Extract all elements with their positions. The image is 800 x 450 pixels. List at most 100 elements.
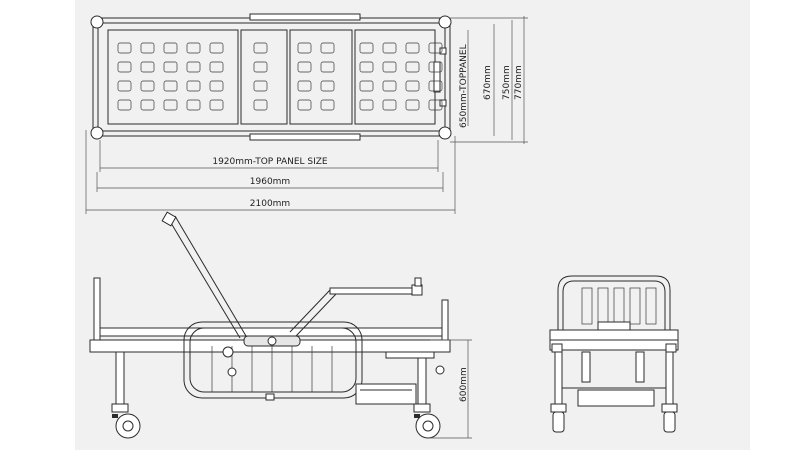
top-view-inner-frame <box>97 22 446 132</box>
hanger-left <box>581 351 591 383</box>
pivot-lower <box>227 367 237 377</box>
side-rail-loop-inner <box>189 327 357 393</box>
end-actuator <box>597 321 631 331</box>
headboard-slat <box>629 287 641 325</box>
end-leg-right <box>665 349 674 411</box>
vent-hole <box>117 99 132 111</box>
vent-hole <box>297 80 312 92</box>
vent-hole <box>209 42 224 54</box>
headboard-slat <box>645 287 657 325</box>
crank-knob <box>435 365 445 375</box>
backrest-raised-line1 <box>167 217 241 339</box>
back-panel <box>240 29 288 125</box>
side-rail-top <box>249 13 361 21</box>
foot-bracket-top <box>439 47 447 55</box>
side-view: 600mm <box>89 211 472 439</box>
drawer <box>355 383 417 405</box>
headboard-outer <box>557 275 671 330</box>
foot-crank-handle <box>433 61 441 93</box>
vent-hole <box>117 42 132 54</box>
seat-panel <box>289 29 353 125</box>
vent-hole <box>209 80 224 92</box>
actuator-knob <box>267 336 277 346</box>
vent-hole <box>253 80 268 92</box>
vent-hole <box>382 42 397 54</box>
foot-wheel-hub <box>422 420 434 432</box>
caster-bottom-left <box>90 126 104 140</box>
end-bracket-left <box>551 343 563 353</box>
headboard-inner <box>562 280 666 330</box>
vertical-dimensions: 650mm-TOPPANEL 670mm 750mm 770mm <box>450 16 528 144</box>
vent-hole <box>405 80 420 92</box>
vent-hole <box>359 61 374 73</box>
vent-hole <box>428 80 443 92</box>
vent-hole <box>297 61 312 73</box>
vent-hole <box>405 42 420 54</box>
caster-top-right <box>438 15 452 29</box>
end-frame <box>549 339 679 351</box>
end-leg-left-foot <box>550 403 567 413</box>
vent-hole <box>382 61 397 73</box>
vent-hole <box>140 80 155 92</box>
vent-hole <box>382 99 397 111</box>
foot-wheel-brake <box>414 414 420 418</box>
vent-hole <box>405 61 420 73</box>
vent-hole <box>320 99 335 111</box>
ventilation-holes <box>117 42 443 111</box>
legrest-extension <box>329 287 423 295</box>
dim-770: 770mm <box>514 65 524 100</box>
dim-750: 750mm <box>502 65 512 100</box>
end-view <box>549 275 679 433</box>
vent-hole <box>405 99 420 111</box>
backrest-raised-line2 <box>174 215 247 337</box>
head-panel <box>107 29 239 125</box>
dim-top-panel-size: 1920mm-TOP PANEL SIZE <box>212 157 328 167</box>
vent-hole <box>163 99 178 111</box>
foot-leg <box>417 351 427 411</box>
headboard-slat <box>581 287 593 325</box>
crank-shaft <box>385 351 435 359</box>
end-leg-left <box>554 349 563 411</box>
end-wheel-left <box>552 411 565 433</box>
vent-hole <box>117 61 132 73</box>
legrest-post <box>414 277 422 287</box>
vent-hole <box>186 42 201 54</box>
legrest-link2 <box>295 293 337 337</box>
vent-hole <box>359 80 374 92</box>
vent-hole <box>253 61 268 73</box>
vent-hole <box>186 99 201 111</box>
end-drawer <box>577 389 655 407</box>
drawing-sheet <box>75 0 750 450</box>
vent-hole <box>253 99 268 111</box>
vent-hole <box>382 80 397 92</box>
vent-hole <box>209 99 224 111</box>
dim-600: 600mm <box>459 367 469 402</box>
vent-hole <box>140 61 155 73</box>
mattress-platform <box>99 327 443 337</box>
foot-leg-foot <box>413 403 431 413</box>
head-wheel-hub <box>122 420 134 432</box>
vent-hole <box>140 42 155 54</box>
legrest-link1 <box>289 289 331 333</box>
horizontal-dimensions: 1920mm-TOP PANEL SIZE 1960mm 2100mm <box>85 130 456 214</box>
vent-hole <box>163 42 178 54</box>
vent-hole <box>186 61 201 73</box>
end-bracket-right <box>665 343 677 353</box>
pivot-left <box>222 346 234 358</box>
side-rail-bottom <box>249 133 361 141</box>
end-platform <box>549 329 679 341</box>
foot-bracket-bottom <box>439 99 447 107</box>
head-post <box>93 277 101 351</box>
vent-hole <box>320 61 335 73</box>
vent-hole <box>428 99 443 111</box>
head-wheel-brake <box>112 414 118 418</box>
vent-hole <box>163 61 178 73</box>
vent-hole <box>320 42 335 54</box>
dim-2100: 2100mm <box>250 199 290 209</box>
vent-hole <box>186 80 201 92</box>
caster-top-left <box>90 15 104 29</box>
vent-hole <box>320 80 335 92</box>
hanger-right <box>635 351 645 383</box>
vent-hole <box>209 61 224 73</box>
